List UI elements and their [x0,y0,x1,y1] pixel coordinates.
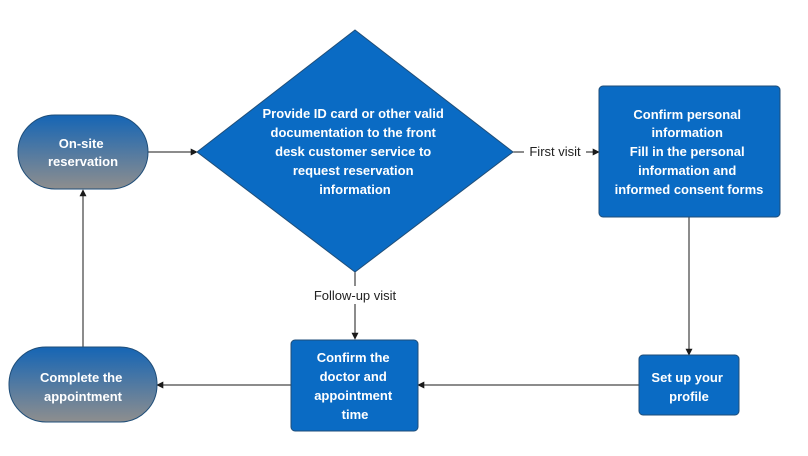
complete-appointment-shape [8,346,158,423]
edges: First visit Follow-up visit [79,143,693,389]
node-confirm-personal-info: Confirm personal information Fill in the… [598,85,781,218]
node-onsite-reservation: On-site reservation [17,114,149,190]
provide-id-text: Provide ID card or other valid documenta… [263,106,448,197]
follow-up-label-bg [305,286,405,304]
confirm-doctor-shape [290,339,419,432]
provide-id-diamond-shape [196,29,514,273]
confirm-doctor-text: Confirm the doctor and appointment time [314,350,396,422]
confirm-personal-info-shape [598,85,781,218]
node-setup-profile: Set up your profile [638,354,740,416]
onsite-reservation-text: On-site reservation [48,136,118,169]
follow-up-visit-label: Follow-up visit [314,288,397,303]
node-confirm-doctor: Confirm the doctor and appointment time [290,339,419,432]
setup-profile-shape [638,354,740,416]
first-visit-label: First visit [529,144,581,159]
confirm-personal-info-text: Confirm personal information Fill in the… [615,107,764,197]
first-visit-label-bg [524,143,586,160]
complete-appointment-text: Complete the appointment [40,370,126,404]
setup-profile-text: Set up your profile [651,370,726,404]
onsite-reservation-shape [17,114,149,190]
node-complete-appointment: Complete the appointment [8,346,158,423]
node-provide-id-decision: Provide ID card or other valid documenta… [196,29,514,273]
